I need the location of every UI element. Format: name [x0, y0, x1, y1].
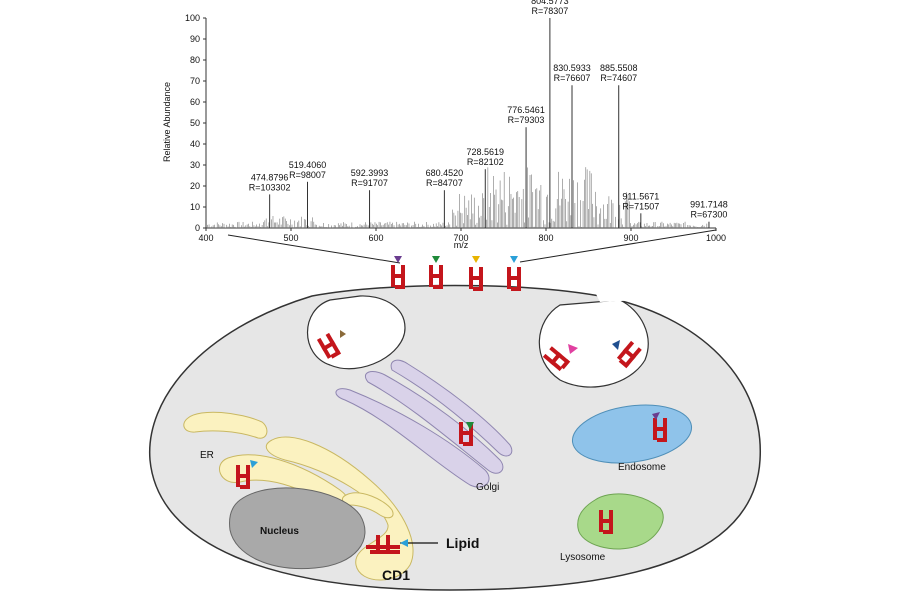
- y-axis-label: Relative Abundance: [162, 82, 172, 162]
- peak-mz-label: 885.5508: [600, 63, 638, 73]
- cd1-label: CD1: [382, 567, 410, 583]
- peak-resolution-label: R=79303: [508, 115, 545, 125]
- peak-resolution-label: R=74607: [600, 73, 637, 83]
- nucleus-label: Nucleus: [260, 526, 299, 537]
- cell-diagram: ER Nucleus Golgi Endosome Lysosome Lipid…: [148, 256, 761, 591]
- y-tick-label: 100: [185, 13, 200, 23]
- x-ticks: 400 500 600 700 800 900 1000: [198, 228, 726, 243]
- spectrum-noise-peaks: [207, 167, 708, 228]
- lysosome-label: Lysosome: [560, 552, 606, 563]
- golgi-apparatus: [335, 359, 513, 488]
- lipid-marker: [652, 412, 660, 420]
- x-tick-label: 600: [368, 233, 383, 243]
- lipid-marker: [340, 330, 346, 338]
- lipid-marker: [466, 422, 474, 430]
- peak-resolution-label: R=78307: [531, 6, 568, 16]
- peak-mz-label: 804.5773: [531, 0, 569, 6]
- surface-cd1: [507, 267, 521, 291]
- lipid-marker: [472, 256, 480, 263]
- zoom-line-right: [519, 229, 717, 263]
- x-tick-label: 700: [453, 233, 468, 243]
- lipid-marker: [510, 256, 518, 263]
- golgi-label: Golgi: [476, 482, 499, 493]
- peak-resolution-label: R=103302: [249, 182, 291, 192]
- lipid-marker: [400, 539, 408, 547]
- y-tick-label: 80: [190, 55, 200, 65]
- peak-mz-label: 830.5933: [553, 63, 591, 73]
- peak-resolution-label: R=82102: [467, 157, 504, 167]
- y-tick-label: 0: [195, 223, 200, 233]
- peak-resolution-label: R=76607: [554, 73, 591, 83]
- surface-cd1: [429, 265, 443, 289]
- y-tick-label: 50: [190, 118, 200, 128]
- y-tick-label: 30: [190, 160, 200, 170]
- lipid-marker: [250, 460, 258, 468]
- lipid-marker: [432, 256, 440, 263]
- zoom-line-left: [227, 234, 401, 264]
- er-label: ER: [200, 450, 214, 461]
- x-tick-label: 400: [198, 233, 213, 243]
- endosome: [571, 404, 693, 464]
- y-tick-label: 40: [190, 139, 200, 149]
- lipid-marker: [394, 256, 402, 263]
- y-tick-label: 10: [190, 202, 200, 212]
- x-tick-label: 500: [283, 233, 298, 243]
- mass-spectrum: 0 10 20 30 40 50 60 70 80 90 100 400 500 600 700 800 90…: [162, 0, 728, 250]
- peak-mz-label: 519.4060: [289, 160, 327, 170]
- peak-mz-label: 680.4520: [426, 168, 464, 178]
- membrane-gap: [592, 282, 640, 302]
- peak-resolution-label: R=84707: [426, 178, 463, 188]
- peak-resolution-label: R=67300: [691, 210, 728, 220]
- peak-mz-label: 474.8796: [251, 172, 289, 182]
- x-axis-label: m/z: [454, 240, 469, 250]
- nucleus: [229, 487, 366, 570]
- x-tick-label: 900: [623, 233, 638, 243]
- peak-mz-label: 776.5461: [507, 105, 545, 115]
- peak-mz-label: 728.5619: [467, 147, 505, 157]
- y-tick-label: 70: [190, 76, 200, 86]
- lipid-marker: [568, 344, 578, 354]
- peak-mz-label: 991.7148: [690, 200, 728, 210]
- peak-resolution-label: R=71507: [622, 201, 659, 211]
- lipid-marker: [612, 340, 620, 350]
- x-tick-label: 1000: [706, 233, 726, 243]
- x-tick-label: 800: [538, 233, 553, 243]
- y-tick-label: 60: [190, 97, 200, 107]
- peak-resolution-label: R=91707: [351, 178, 388, 188]
- surface-cd1: [469, 267, 483, 291]
- lipid-label: Lipid: [446, 535, 479, 551]
- peak-mz-label: 592.3993: [351, 168, 389, 178]
- surface-cd1: [391, 265, 405, 289]
- y-ticks: 0 10 20 30 40 50 60 70 80 90 100: [185, 13, 206, 233]
- surface-cd1-group: [391, 256, 521, 291]
- peak-mz-label: 911.5671: [622, 191, 659, 201]
- endosome-label: Endosome: [618, 462, 666, 473]
- lysosome: [577, 493, 664, 550]
- y-tick-label: 20: [190, 181, 200, 191]
- cd1-with-lipid: [366, 535, 400, 554]
- y-tick-label: 90: [190, 34, 200, 44]
- vesicle-left: [307, 295, 406, 370]
- peak-resolution-label: R=98007: [289, 170, 326, 180]
